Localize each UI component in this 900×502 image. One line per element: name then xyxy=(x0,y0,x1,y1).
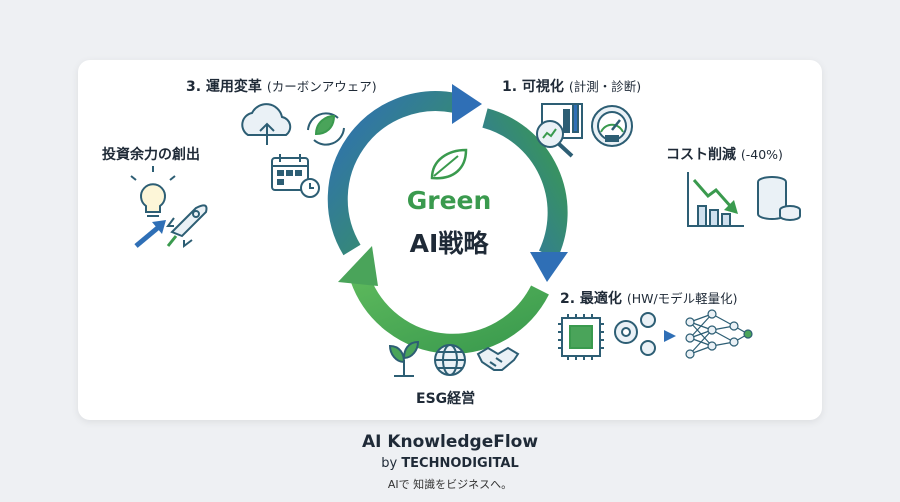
calendar-clock-icon xyxy=(271,154,320,198)
step2-label: 2. 最適化 (HW/モデル軽量化) xyxy=(560,291,738,307)
brand-tagline: AIで 知識をビジネスへ。 xyxy=(387,478,513,491)
company-name: TECHNODIGITAL xyxy=(401,456,519,471)
cost-down-chart-icon xyxy=(687,172,744,227)
handshake-icon xyxy=(476,346,520,371)
center-title-strategy: AI戦略 xyxy=(409,229,489,258)
growth-arrow-icon xyxy=(134,220,166,248)
center-title-green: Green xyxy=(406,186,492,215)
lightbulb-icon xyxy=(130,166,176,217)
cycle-arrow-right xyxy=(482,108,568,282)
rocket-icon xyxy=(166,204,208,248)
brand-name: AI KnowledgeFlow xyxy=(361,432,539,452)
chart-magnifier-icon xyxy=(536,103,583,158)
invest-label: 投資余力の創出 xyxy=(102,147,200,163)
esg-label: ESG経営 xyxy=(416,391,476,407)
step1-label: 1. 可視化 (計測・診断) xyxy=(502,79,642,95)
brand-byline: by TECHNODIGITAL xyxy=(381,456,519,471)
coins-icon xyxy=(757,176,801,221)
cycle-arrow-bottom xyxy=(338,246,549,354)
leaf-refresh-icon xyxy=(307,112,345,146)
globe-icon xyxy=(434,344,466,376)
chip-icon xyxy=(558,314,604,360)
step3-label: 3. 運用変革 (カーボンアウェア) xyxy=(186,79,377,95)
cost-label: コスト削減 (-40%) xyxy=(666,147,783,163)
gauge-icon xyxy=(591,105,633,147)
leaf-icon xyxy=(430,148,468,180)
cycle-arrow-top xyxy=(327,84,482,256)
plant-icon xyxy=(388,340,420,377)
gears-icon xyxy=(614,312,656,356)
cloud-upload-icon xyxy=(241,103,292,145)
neural-network-icon xyxy=(685,309,753,359)
arrow-right-icon xyxy=(664,330,676,342)
